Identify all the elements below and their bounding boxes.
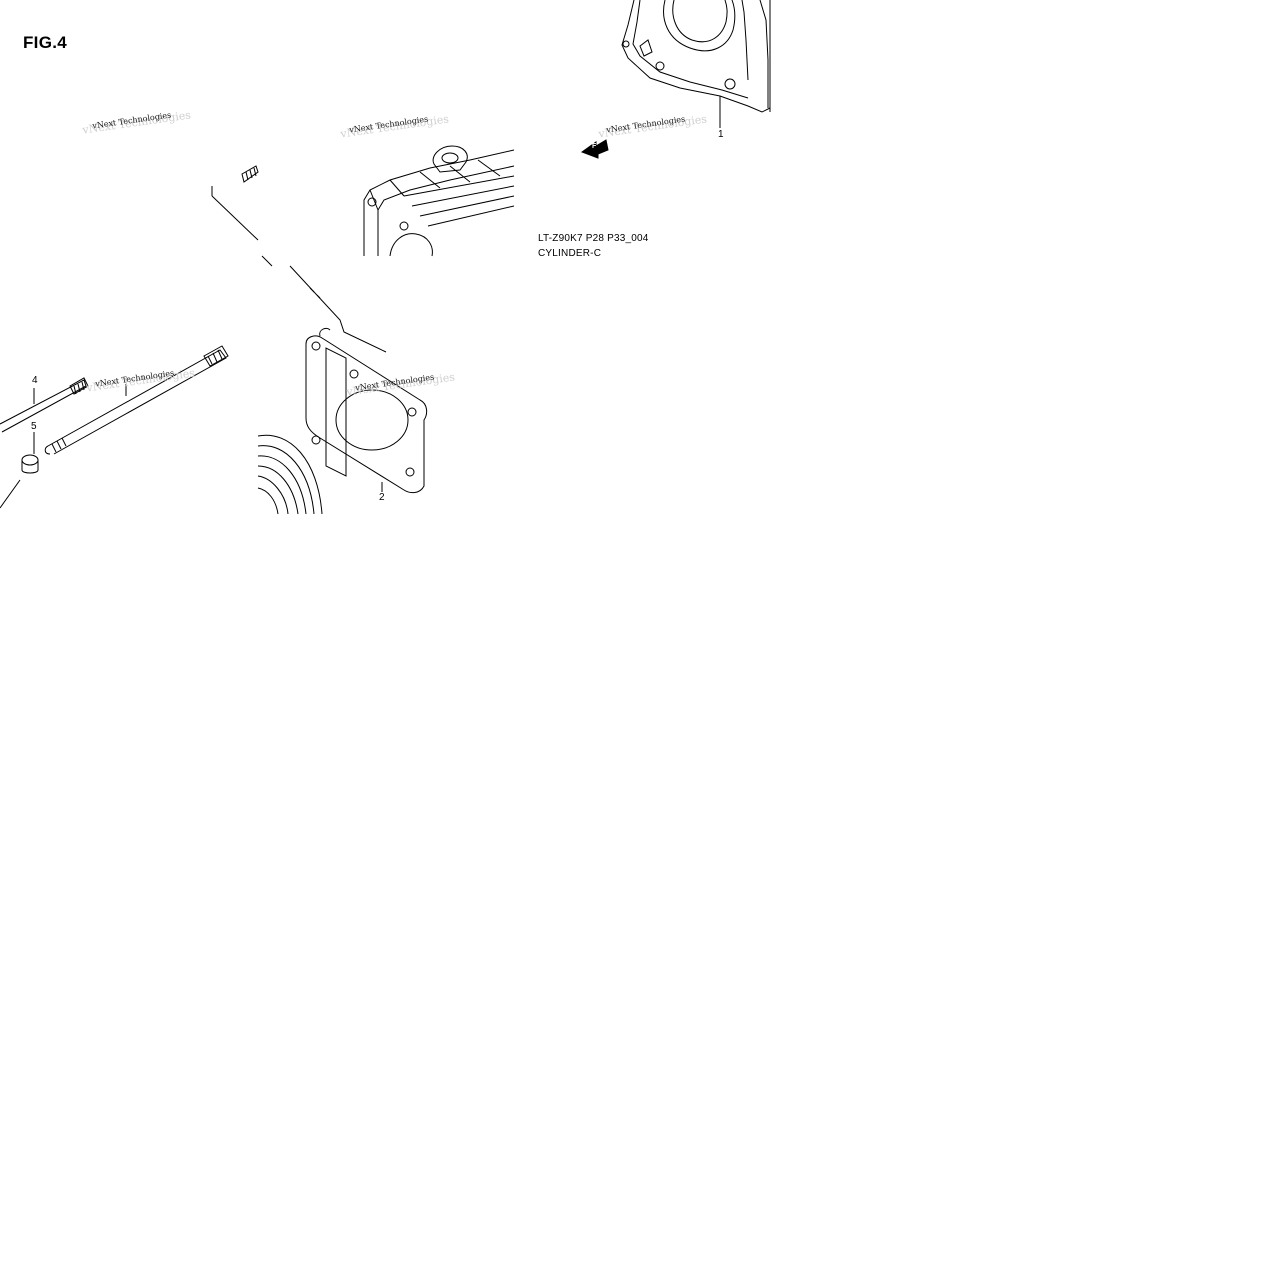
callout-1: 1 xyxy=(718,129,724,140)
part-name: CYLINDER-C xyxy=(538,248,602,259)
front-arrow-label: F xyxy=(592,143,597,150)
stud-bolts xyxy=(0,345,229,455)
cylinder-part-1 xyxy=(621,0,771,128)
cylinder-gasket-part-2 xyxy=(305,327,428,494)
cylinder-head-section xyxy=(363,145,515,257)
front-arrow-icon xyxy=(580,139,609,159)
piston-rings-section xyxy=(257,434,323,515)
callout-5: 5 xyxy=(31,421,37,432)
callout-4: 4 xyxy=(32,375,38,386)
part-code: LT-Z90K7 P28 P33_004 xyxy=(538,233,649,244)
figure-title: FIG.4 xyxy=(23,33,68,52)
leader-lines xyxy=(211,186,387,353)
dowel-pin-part-5 xyxy=(0,432,39,509)
stud-tip xyxy=(241,165,259,183)
part-code-block: LT-Z90K7 P28 P33_004 CYLINDER-C xyxy=(538,231,649,261)
callout-2: 2 xyxy=(379,492,385,503)
